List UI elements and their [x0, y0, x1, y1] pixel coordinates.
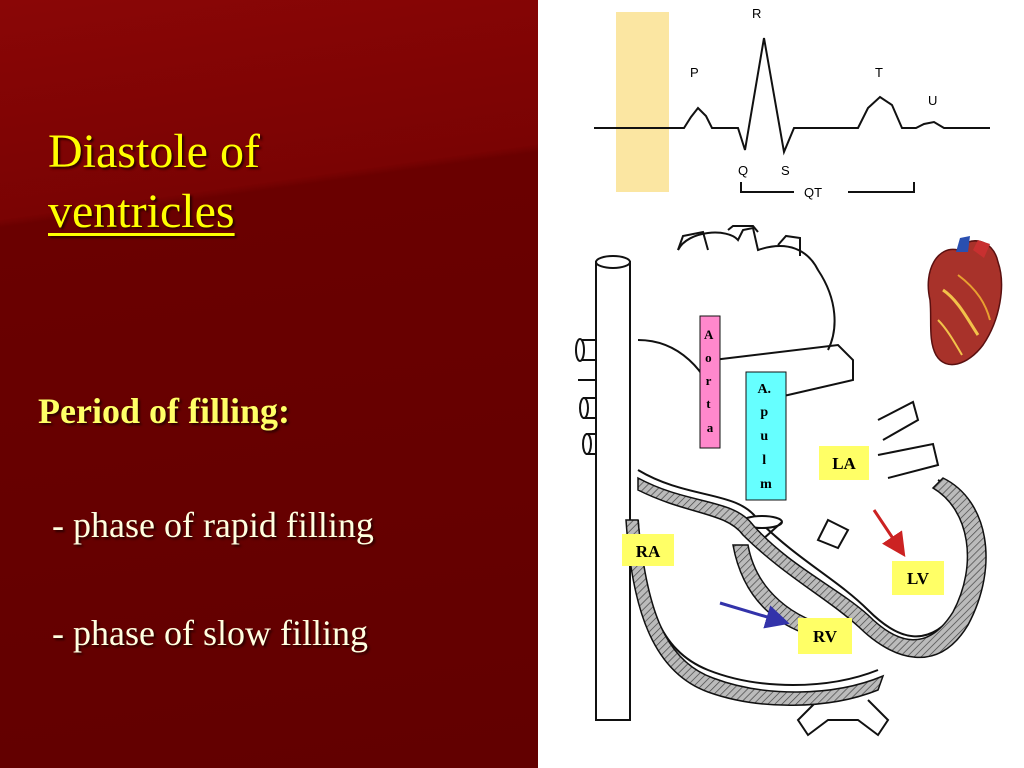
- title-line-2: ventricles: [48, 185, 235, 238]
- apulm-label: A. p u l m: [757, 382, 774, 492]
- ecg-trace: R P T U Q S QT: [594, 6, 990, 200]
- period-heading: Period of filling:: [38, 391, 290, 431]
- lv-label: LV: [907, 569, 930, 588]
- ecg-label-q: Q: [738, 163, 748, 178]
- ecg-label-s: S: [781, 163, 790, 178]
- ecg-label-t: T: [875, 65, 883, 80]
- rv-label-box: [798, 618, 852, 654]
- phase-rapid-filling: - phase of rapid filling: [52, 505, 374, 545]
- flow-arrow-la-to-lv: [872, 509, 906, 557]
- diagram-panel: R P T U Q S QT: [538, 0, 1024, 768]
- phase-slow-filling: - phase of slow filling: [52, 613, 368, 653]
- la-label-box: [819, 446, 869, 480]
- qt-bracket-right: [848, 182, 915, 193]
- qt-bracket-left: [740, 182, 794, 193]
- flow-arrow-ra-to-rv: [719, 601, 790, 629]
- ecg-label-u: U: [928, 93, 937, 108]
- lower-wall: [625, 519, 885, 706]
- anatomical-heart-icon: [927, 236, 1003, 366]
- ra-label: RA: [636, 542, 661, 561]
- rv-label: RV: [813, 627, 838, 646]
- diagram-svg: R P T U Q S QT: [575, 6, 1003, 737]
- title-line-1: Diastole of: [48, 125, 260, 178]
- ecg-label-r: R: [752, 6, 761, 21]
- apulm-label-box: [745, 371, 787, 501]
- lv-label-box: [892, 561, 944, 595]
- ecg-waveform: [594, 37, 990, 156]
- myocardium-wall: [637, 476, 987, 659]
- ecg-label-p: P: [690, 65, 699, 80]
- heart-schematic: [575, 225, 977, 737]
- slide-text-panel: Diastole of ventricles Period of filling…: [0, 0, 538, 768]
- la-label: LA: [832, 454, 856, 473]
- diastole-highlight-band: [616, 12, 669, 192]
- ecg-label-qt: QT: [804, 185, 822, 200]
- slide-title: Diastole of ventricles: [48, 122, 260, 242]
- ra-label-box: [622, 534, 674, 566]
- aorta-label-box: [699, 315, 721, 449]
- aorta-label: A o r t a: [704, 327, 716, 435]
